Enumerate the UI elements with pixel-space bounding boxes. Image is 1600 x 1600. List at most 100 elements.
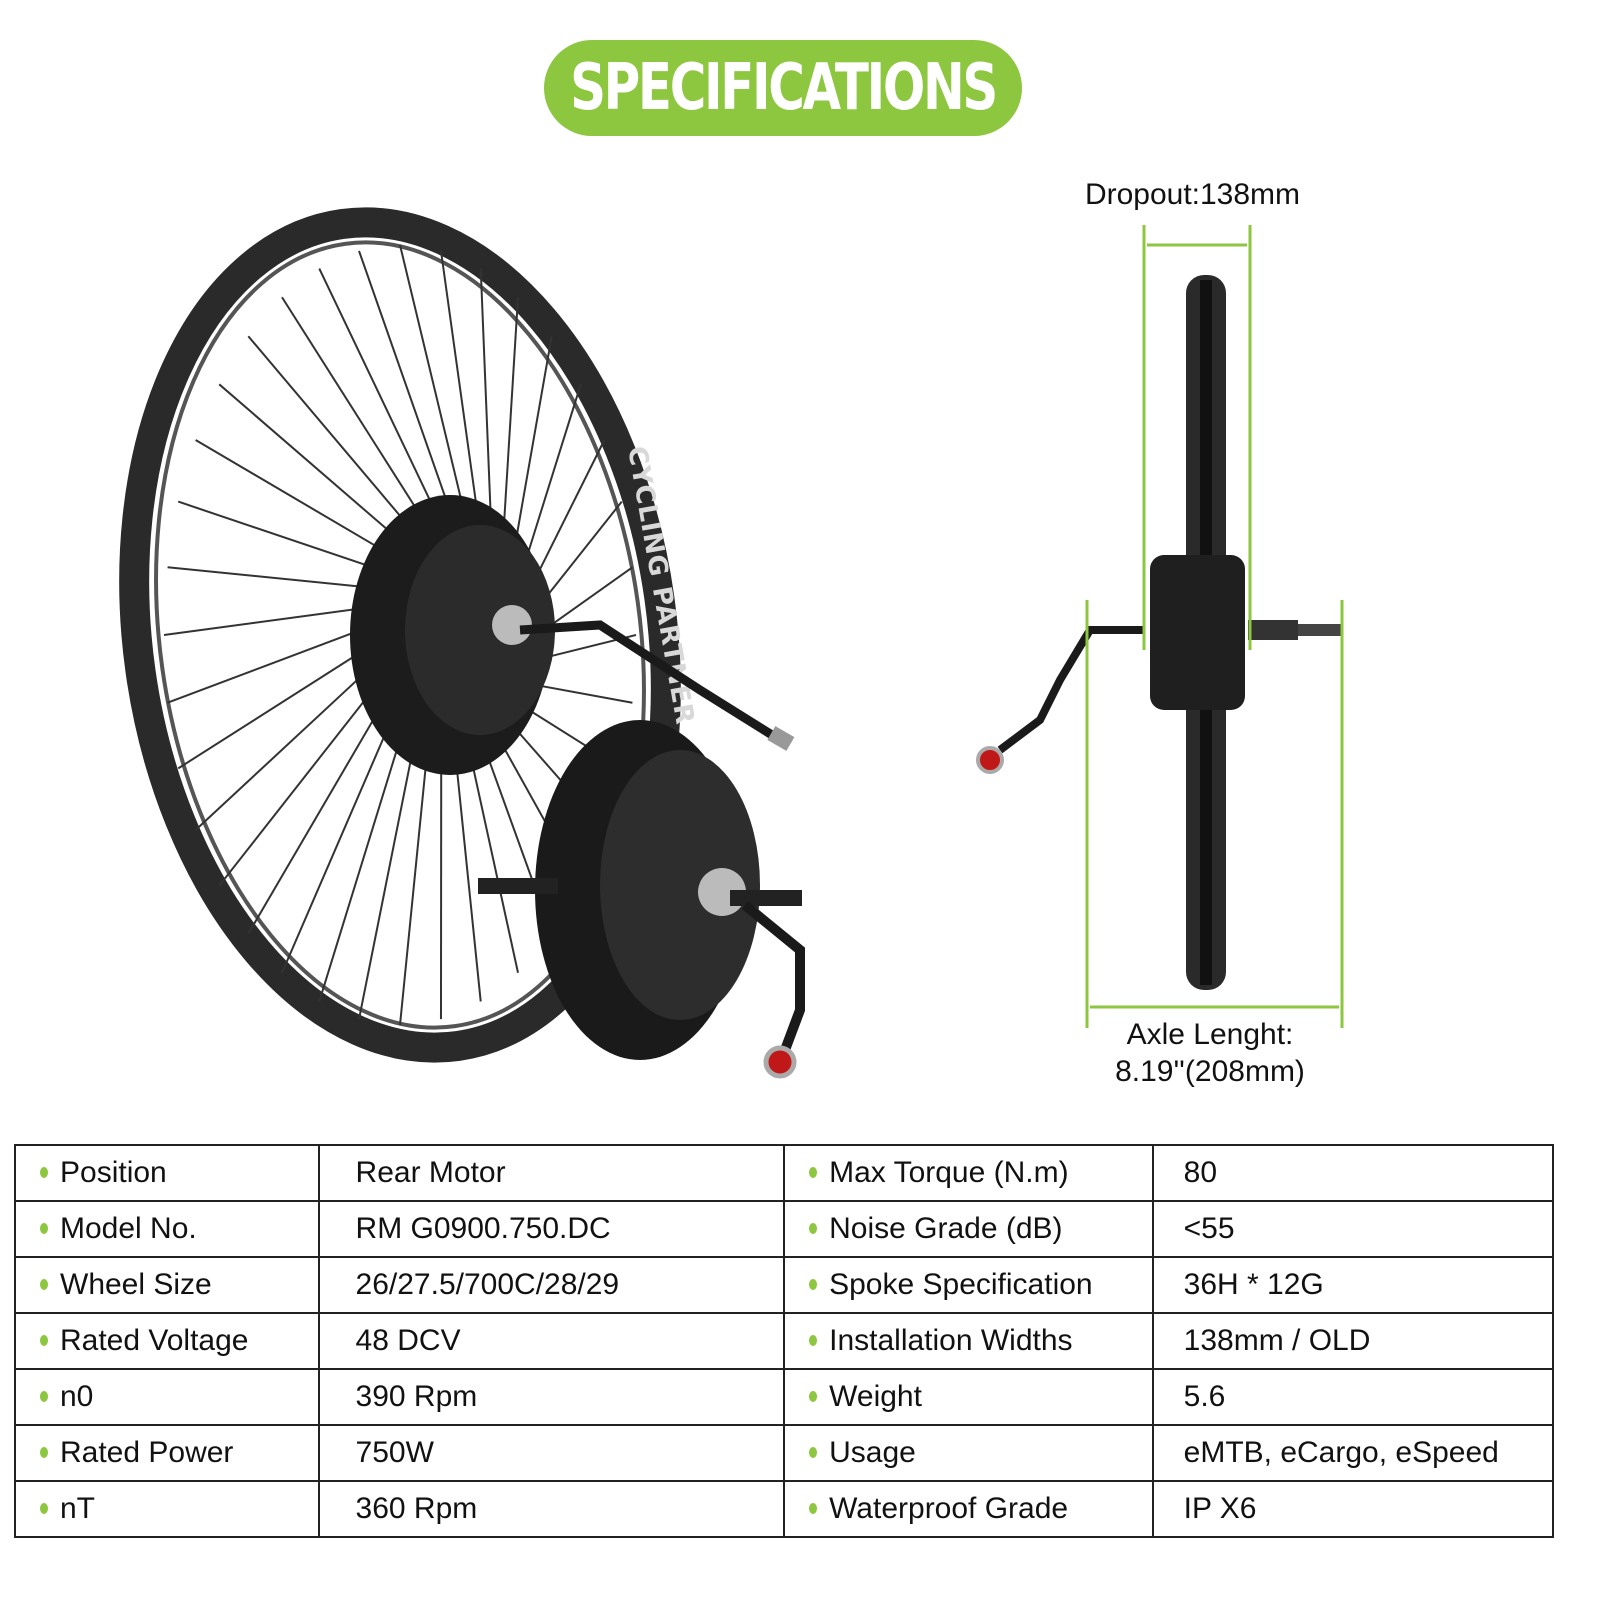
spec-label-cell: Wheel Size [14, 1256, 320, 1314]
spoke [439, 250, 483, 547]
spec-value-cell: 36H * 12G [1151, 1256, 1555, 1314]
spec-row: Rated Voltage 48 DCV Installation Widths 13… [14, 1312, 1555, 1370]
spoke [399, 244, 472, 540]
spoke [281, 296, 436, 539]
spec-value-cell: eMTB, eCargo, eSpeed [1151, 1424, 1555, 1482]
spec-row: Rated Power 750W Usage eMTB, eCargo, eSpeed [14, 1424, 1555, 1482]
spoke [318, 714, 409, 1002]
spec-label-cell: n0 [14, 1368, 320, 1426]
side-view-image [976, 275, 1343, 990]
product-illustration: CYCLING PARTNER [119, 207, 1344, 1079]
dimension-lines [1085, 225, 1344, 1028]
spec-label-cell: Usage [783, 1424, 1154, 1482]
spec-label: Installation Widths [829, 1324, 1073, 1357]
spec-row: nT 360 Rpm Waterproof Grade IP X6 [14, 1480, 1555, 1538]
spec-label-cell: Position [14, 1144, 320, 1202]
bullet-icon [809, 1222, 818, 1234]
spec-row: n0 390 Rpm Weight 5.6 [14, 1368, 1555, 1426]
spec-value-cell: 48 DCV [317, 1312, 786, 1370]
spec-value-cell: Rear Motor [317, 1144, 786, 1202]
spec-row: Wheel Size 26/27.5/700C/28/29 Spoke Specif… [14, 1256, 1555, 1314]
spec-label: nT [60, 1492, 96, 1525]
bullet-icon [40, 1334, 48, 1346]
spec-value: 138mm / OLD [1183, 1324, 1371, 1357]
spec-label: Rated Voltage [60, 1324, 249, 1357]
spec-value-cell: <55 [1151, 1200, 1555, 1258]
spec-value-cell: RM G0900.750.DC [317, 1200, 786, 1258]
spec-value: 390 Rpm [355, 1380, 478, 1413]
bullet-icon [809, 1446, 818, 1458]
spoke [247, 688, 393, 935]
spec-value: 48 DCV [355, 1324, 461, 1357]
spec-value-cell: 390 Rpm [317, 1368, 786, 1426]
spoke [163, 604, 384, 636]
spoke [452, 734, 482, 1002]
spec-label-cell: Rated Voltage [14, 1312, 320, 1370]
spec-label-cell: Weight [783, 1368, 1154, 1426]
spec-label: Position [60, 1156, 167, 1189]
spec-label-cell: Spoke Specification [783, 1256, 1154, 1314]
spec-label: Model No. [60, 1212, 197, 1245]
bullet-icon [40, 1278, 48, 1290]
spec-value-cell: 750W [317, 1424, 786, 1482]
axle-length-line2: 8.19''(208mm) [1115, 1055, 1305, 1088]
spoke [358, 250, 460, 537]
hub-motor-image [478, 720, 805, 1079]
spec-label: Waterproof Grade [829, 1492, 1069, 1525]
bullet-icon [809, 1502, 818, 1514]
spec-value: 5.6 [1183, 1380, 1226, 1413]
spec-value: 80 [1183, 1156, 1218, 1189]
spoke [358, 723, 419, 1020]
spec-label: Spoke Specification [829, 1268, 1093, 1301]
spec-value: 750W [355, 1436, 434, 1469]
spoke [281, 702, 400, 974]
spoke [247, 335, 424, 544]
bullet-icon [809, 1334, 818, 1346]
spec-label: Weight [829, 1380, 922, 1413]
spec-label: n0 [60, 1380, 94, 1413]
axle-length-line1: Axle Lenght: [1126, 1018, 1294, 1051]
spec-value: 36H * 12G [1183, 1268, 1324, 1301]
spoke [177, 639, 381, 770]
spec-value-cell: IP X6 [1151, 1480, 1555, 1538]
spec-label: Rated Power [60, 1436, 234, 1469]
spec-row: Model No. RM G0900.750.DC Noise Grade (dB)… [14, 1200, 1555, 1258]
spec-row: Position Rear Motor Max Torque (N.m) 80 [14, 1144, 1555, 1202]
spec-label-cell: Noise Grade (dB) [783, 1200, 1154, 1258]
specifications-banner: SPECIFICATIONS [544, 40, 1022, 136]
spec-label-cell: nT [14, 1480, 320, 1538]
spoke [218, 383, 413, 552]
spec-label: Noise Grade (dB) [829, 1212, 1063, 1245]
spoke [167, 566, 388, 591]
spec-value-cell: 26/27.5/700C/28/29 [317, 1256, 786, 1314]
spoke [218, 673, 387, 887]
spoke [399, 730, 431, 1026]
spec-value: Rear Motor [355, 1156, 506, 1189]
spec-value: 360 Rpm [355, 1492, 478, 1525]
spoke [195, 439, 403, 563]
spoke [177, 500, 395, 576]
spec-label-cell: Waterproof Grade [783, 1480, 1154, 1538]
spec-value: 26/27.5/700C/28/29 [355, 1268, 620, 1301]
spoke [167, 621, 381, 704]
spec-label-cell: Max Torque (N.m) [783, 1144, 1154, 1202]
spec-label-cell: Rated Power [14, 1424, 320, 1482]
spec-value-cell: 5.6 [1151, 1368, 1555, 1426]
spoke [194, 656, 383, 831]
bullet-icon [809, 1166, 818, 1178]
spec-value: eMTB, eCargo, eSpeed [1183, 1436, 1499, 1469]
spec-label: Max Torque (N.m) [829, 1156, 1069, 1189]
spec-value: <55 [1183, 1212, 1235, 1245]
bullet-icon [809, 1278, 818, 1290]
axle-length-label: Axle Lenght: 8.19''(208mm) [1080, 1016, 1340, 1090]
spec-value-cell: 360 Rpm [317, 1480, 786, 1538]
spec-value-cell: 138mm / OLD [1151, 1312, 1555, 1370]
bullet-icon [40, 1446, 48, 1458]
spoke [464, 732, 519, 973]
dropout-label: Dropout:138mm [1084, 178, 1301, 211]
spec-label-cell: Model No. [14, 1200, 320, 1258]
banner-title: SPECIFICATIONS [570, 51, 998, 125]
spec-label: Usage [829, 1436, 916, 1469]
spoke [318, 268, 448, 536]
